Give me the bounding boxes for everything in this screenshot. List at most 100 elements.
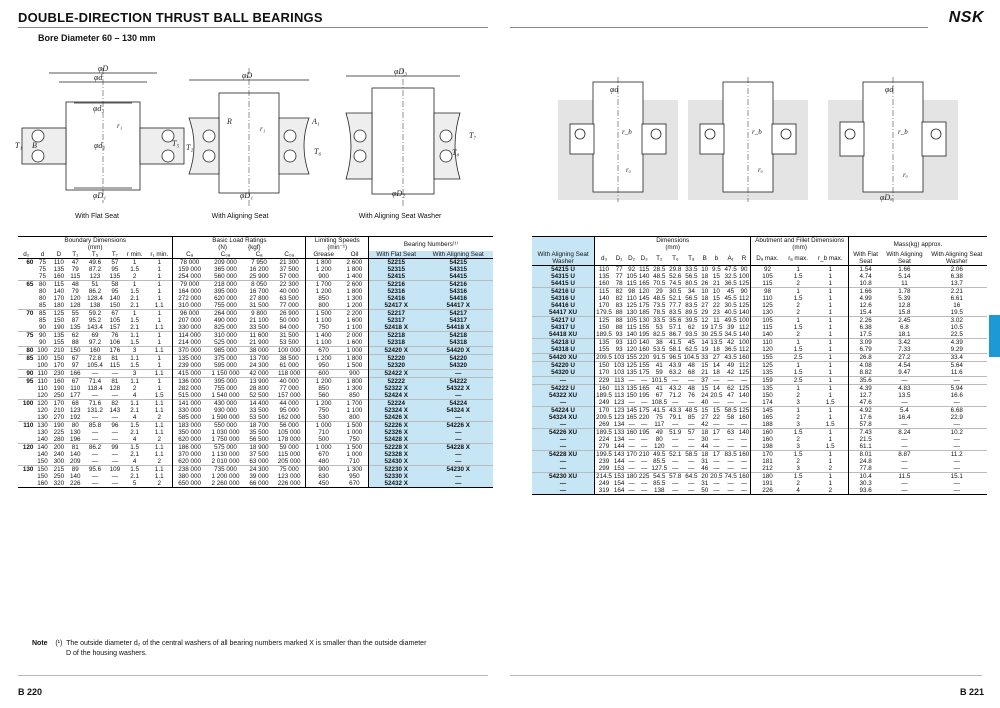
- table-cell: 670: [305, 346, 341, 355]
- bore-diameter-cell: [18, 339, 34, 347]
- table-cell: 480: [305, 458, 341, 466]
- table-cell: —: [641, 480, 648, 487]
- svg-text:φD₁: φD₁: [93, 191, 106, 200]
- table-cell: 1 200 000: [211, 473, 240, 480]
- table-cell: 160: [750, 428, 784, 436]
- table-cell: 2: [796, 458, 800, 465]
- table-cell: 1.5: [783, 450, 813, 458]
- bore-diameter-cell: 130: [18, 465, 35, 473]
- table-cell: 72.8: [83, 354, 107, 362]
- table-cell: 105: [109, 317, 121, 324]
- table-cell: 2: [796, 414, 800, 421]
- table-cell: 100 000: [272, 346, 306, 355]
- table-cell: 135: [70, 324, 81, 331]
- table-cell: 226 000: [272, 480, 306, 488]
- column-header: r_b max.: [812, 251, 849, 266]
- table-cell: 155: [750, 353, 784, 362]
- table-cell: 42: [723, 338, 738, 346]
- table-cell: 350 000: [172, 429, 206, 436]
- column-header: rₐ max.: [783, 251, 813, 266]
- table-cell: 1: [157, 339, 162, 346]
- table-cell: 52.6: [669, 273, 682, 280]
- table-cell: 170: [53, 362, 65, 369]
- table-cell: 13 700: [245, 354, 273, 362]
- abutment-drawing-flat: φd r_b rₐ: [558, 77, 678, 202]
- table-cell: 9.5: [709, 265, 724, 273]
- table-cell: 57.8: [847, 421, 883, 429]
- bore-diameter-cell: [18, 295, 34, 302]
- table-cell: 9.29: [950, 346, 963, 353]
- table-cell: 20.5: [710, 392, 723, 399]
- table-cell: 46: [701, 465, 709, 472]
- table-cell: 1.1: [154, 429, 164, 436]
- table-cell: 18: [701, 273, 709, 280]
- table-cell: —: [901, 443, 908, 450]
- table-cell: 8.82: [847, 369, 883, 377]
- table-cell: 1.1: [123, 377, 147, 385]
- table-cell: 150: [67, 346, 84, 355]
- table-cell: —: [111, 458, 118, 465]
- boundary-dimensions-header: Boundary Dimensions(mm): [64, 237, 126, 251]
- table-cell: —: [740, 399, 748, 406]
- svg-text:rₐ: rₐ: [903, 171, 908, 179]
- table-cell: 800: [305, 302, 341, 310]
- table-cell: 4: [783, 487, 813, 495]
- table-cell: 131.2: [87, 407, 103, 414]
- table-cell: 300: [53, 458, 65, 465]
- table-cell: 33.5: [650, 316, 669, 324]
- table-cell: 1.66: [847, 287, 883, 295]
- table-cell: 54417 X: [423, 302, 493, 310]
- table-cell: 59: [655, 369, 663, 376]
- table-cell: —: [737, 376, 751, 385]
- table-cell: 143: [612, 450, 626, 458]
- column-header: T₇: [106, 251, 124, 259]
- table-cell: 1: [828, 331, 833, 338]
- table-cell: 850: [305, 295, 341, 302]
- table-cell: 54324 X: [423, 407, 493, 414]
- table-cell: 1: [828, 436, 833, 443]
- table-cell: —: [91, 473, 99, 480]
- table-cell: 226: [67, 480, 84, 488]
- table-cell: —: [740, 436, 748, 443]
- table-cell: 48: [682, 361, 701, 369]
- table-cell: 81: [67, 443, 84, 451]
- table-cell: 1.78: [882, 287, 927, 295]
- table-cell: 32.5: [724, 273, 737, 280]
- table-cell: 209.5: [594, 414, 613, 421]
- table-cell: 191: [750, 480, 784, 487]
- table-cell: 113: [612, 384, 626, 392]
- table-cell: 165: [750, 414, 784, 421]
- table-cell: 54416: [423, 295, 493, 302]
- table-cell: —: [423, 392, 493, 400]
- table-cell: 8 050: [245, 280, 273, 288]
- table-cell: 140: [738, 309, 750, 316]
- table-cell: 47.6: [847, 399, 883, 407]
- table-cell: —: [688, 465, 695, 472]
- table-cell: 54418 X: [423, 324, 493, 332]
- aligning-seat-washer-drawing: φD₃ φD₂ T₇ T₈: [345, 67, 476, 206]
- table-cell: 105.4: [87, 362, 103, 369]
- table-cell: 1: [828, 346, 833, 353]
- table-cell: 600: [305, 369, 341, 378]
- table-cell: —: [672, 399, 679, 406]
- table-cell: 90: [737, 287, 751, 295]
- table-cell: 96 000: [172, 309, 206, 317]
- table-cell: 108.5: [651, 399, 668, 406]
- table-cell: 150: [750, 392, 784, 399]
- table-cell: 1 600: [346, 339, 363, 346]
- table-cell: —: [111, 451, 118, 458]
- table-cell: 595 000: [214, 362, 237, 369]
- table-cell: 54418 XU: [532, 331, 595, 339]
- table-cell: 165: [626, 414, 637, 421]
- table-cell: 140: [70, 473, 81, 480]
- table-cell: 120: [750, 346, 784, 354]
- table-cell: 209 000: [205, 258, 246, 266]
- table-cell: 93: [612, 338, 626, 346]
- table-cell: 1 200: [305, 288, 341, 295]
- table-cell: 2: [157, 414, 162, 421]
- table-cell: 10.2: [926, 428, 987, 436]
- table-cell: 164: [612, 487, 626, 495]
